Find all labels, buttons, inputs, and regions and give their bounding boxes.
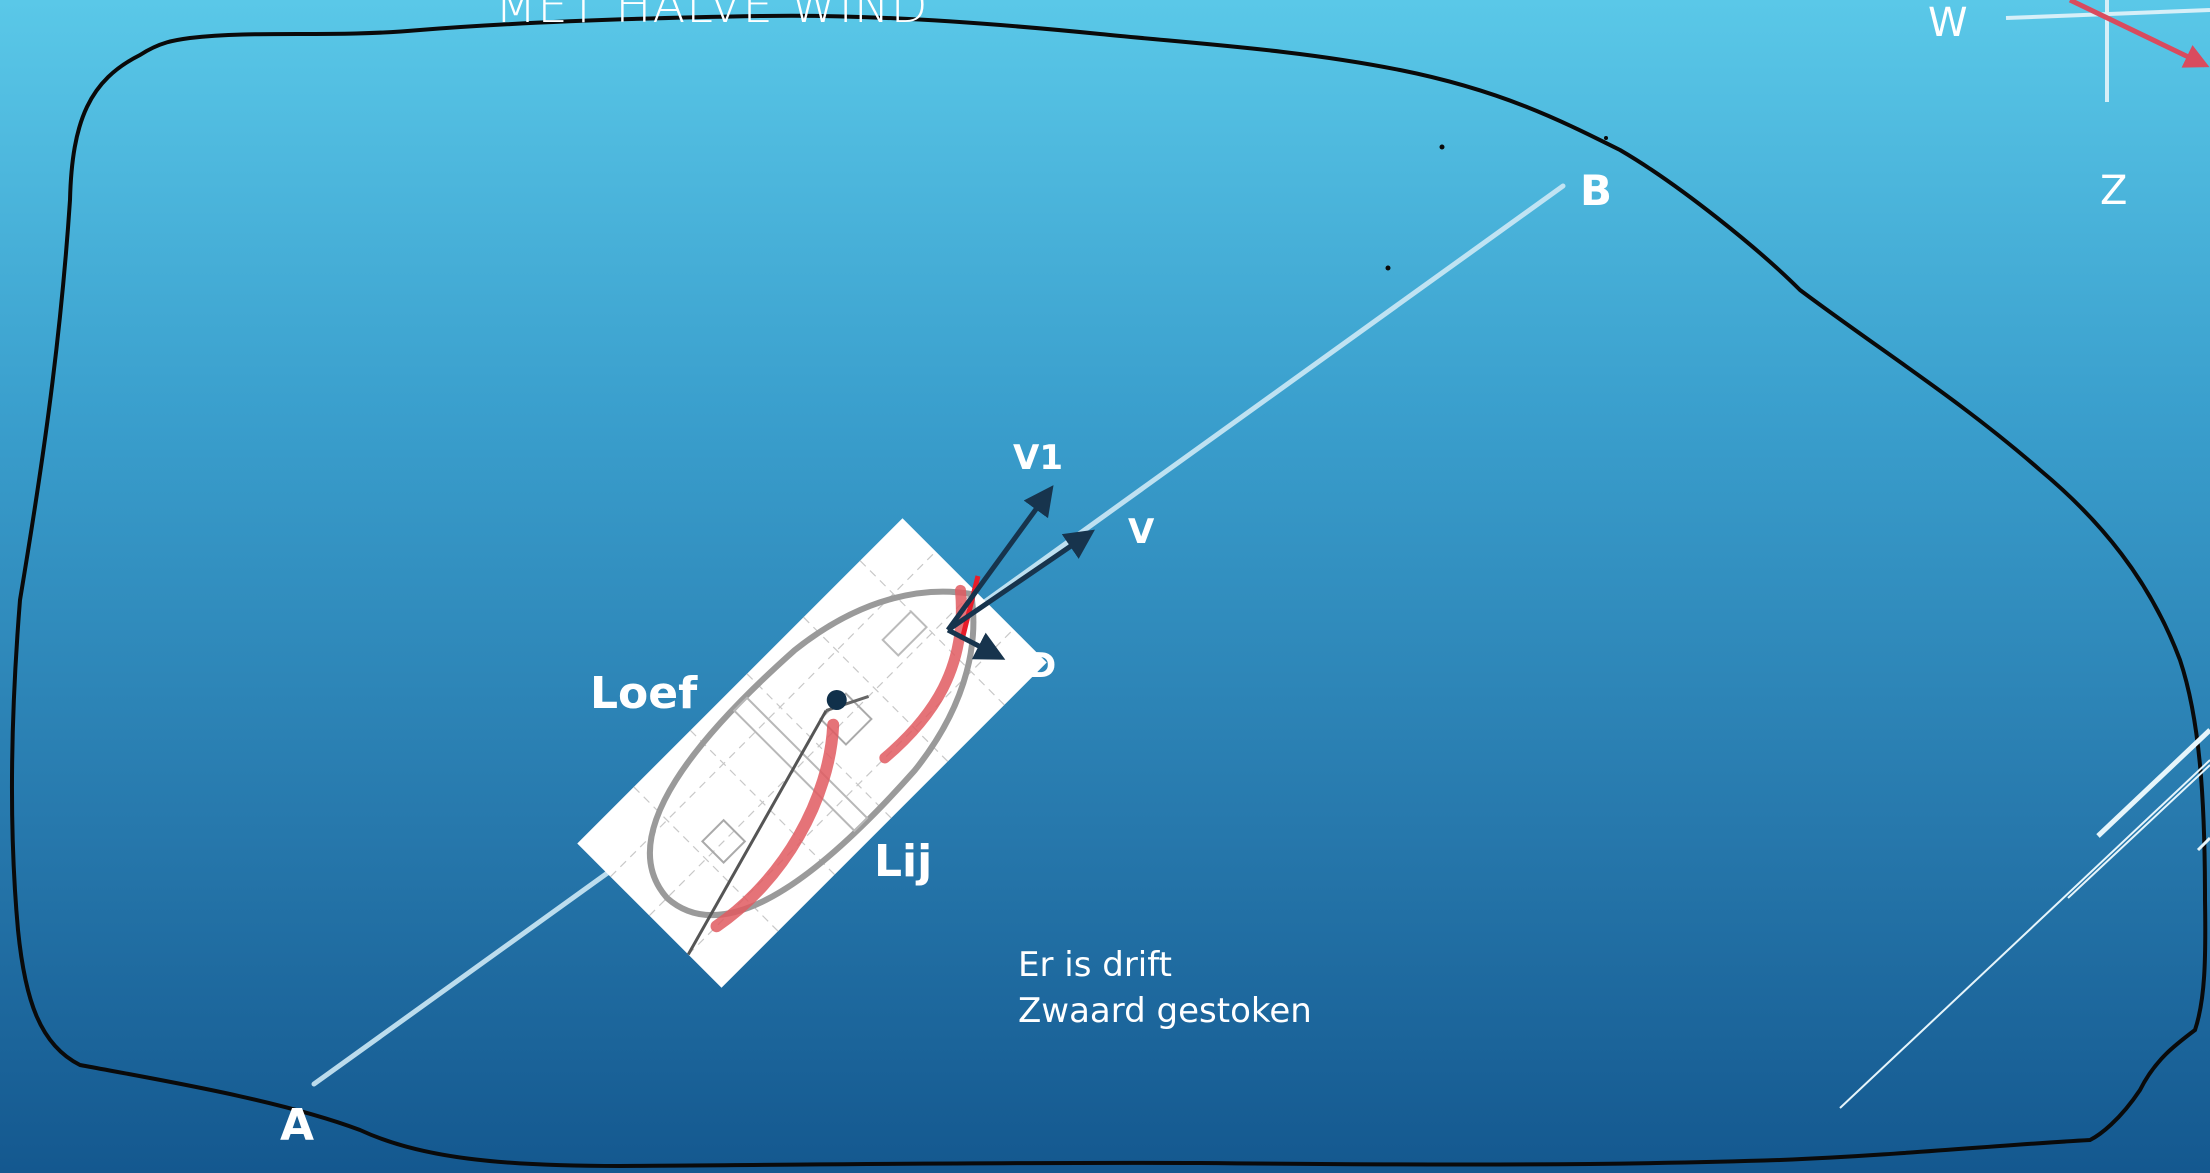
loef-label: Loef	[590, 668, 698, 719]
decorative-line	[2096, 728, 2210, 838]
decorative-line	[2067, 764, 2210, 899]
vector-v-arrow	[946, 529, 1095, 633]
vector-v1-arrow	[945, 485, 1054, 632]
vector-d-label: D	[1028, 646, 1057, 686]
point-a-label: A	[280, 1100, 315, 1151]
pen-mark-dot	[1439, 144, 1445, 150]
lij-label: Lij	[874, 836, 933, 887]
compass-west-label: W	[1928, 0, 1968, 46]
bow-red-mark	[959, 575, 981, 641]
vector-d-arrow	[946, 627, 1006, 660]
thwart	[732, 696, 869, 833]
drift-note-line1: Er is drift	[1018, 945, 1172, 985]
slide-title: MET HALVE WIND	[495, 0, 929, 34]
compass-south-label: Z	[2100, 168, 2128, 214]
mast-point	[826, 689, 847, 710]
boom-line	[686, 709, 828, 956]
drift-note-line2: Zwaard gestoken	[1018, 991, 1312, 1031]
boat-plan	[577, 518, 1047, 988]
jib	[879, 584, 967, 764]
point-b-label: B	[1580, 166, 1613, 215]
sailing-area-boundary	[10, 13, 2208, 1169]
pen-mark-dot	[1385, 265, 1391, 271]
wind-direction-arrow	[2068, 0, 2210, 68]
compass-ew-line	[2005, 8, 2210, 20]
pen-mark-dot	[1604, 136, 1608, 140]
drift-note: Er is drift Zwaard gestoken	[1018, 942, 1312, 1034]
decorative-line	[2196, 836, 2210, 852]
bow-box	[881, 610, 928, 657]
vector-v1-label: V1	[1013, 438, 1063, 478]
stern-box	[700, 818, 747, 865]
vector-v-label: V	[1128, 512, 1155, 552]
mainsail	[710, 718, 840, 933]
decorative-line	[1839, 759, 2210, 1109]
